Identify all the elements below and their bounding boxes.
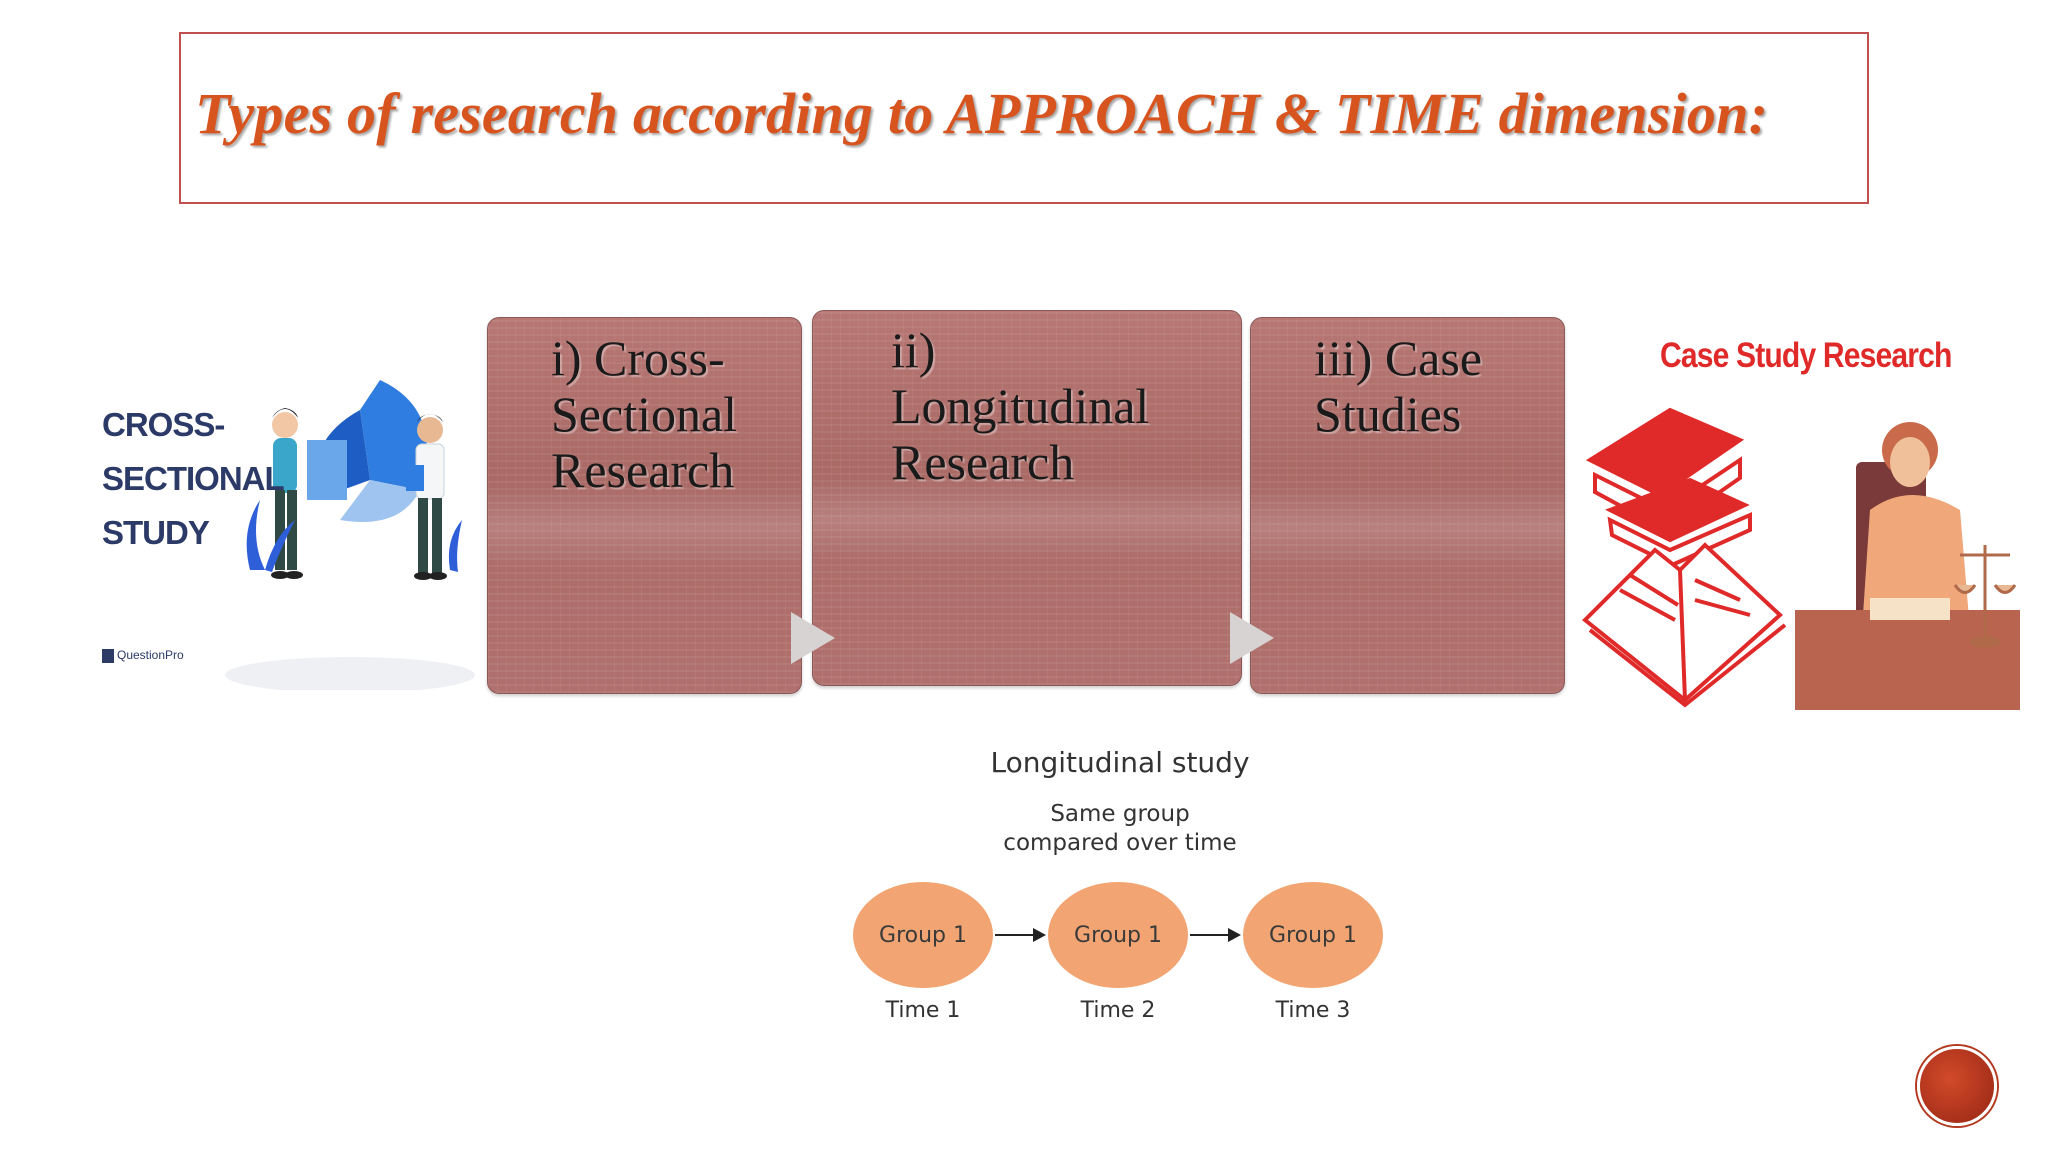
- process-arrow-1-icon: [791, 612, 835, 664]
- pie-chart-icon: [307, 380, 427, 522]
- card-label-case-studies: iii) Case Studies: [1314, 330, 1483, 442]
- open-book-icon: [1582, 542, 1787, 708]
- card-label-cross-sectional: i) Cross- Sectional Research: [551, 330, 738, 498]
- process-card-cross-sectional: [487, 317, 802, 694]
- time-label-3: Time 3: [1275, 998, 1351, 1023]
- time-label-2: Time 2: [1080, 998, 1156, 1023]
- questionpro-mark-icon: [102, 648, 114, 663]
- cs-line-1: CROSS-: [102, 406, 225, 443]
- card-label-longitudinal: ii) Longitudinal Research: [891, 322, 1150, 490]
- books-stack-icon: [1585, 407, 1752, 568]
- time-label-1: Time 1: [885, 998, 961, 1023]
- title-box: [179, 32, 1869, 204]
- cross-sectional-illustration: [225, 380, 475, 690]
- group-node-3: Group 1: [1243, 882, 1383, 988]
- cross-sectional-study-text: CROSS- SECTIONAL STUDY: [102, 398, 285, 560]
- cs-line-2: SECTIONAL: [102, 460, 285, 497]
- process-card-case-studies: [1250, 317, 1565, 694]
- scales-of-justice-icon: [1953, 545, 2017, 648]
- questionpro-logo: QuestionPro: [102, 648, 184, 663]
- longitudinal-diagram-subtitle: Same group compared over time: [1003, 801, 1237, 856]
- case-study-illustration: [1582, 407, 2020, 710]
- process-card-longitudinal: [812, 310, 1242, 686]
- group-node-1: Group 1: [853, 882, 993, 988]
- longitudinal-diagram-title: Longitudinal study: [990, 746, 1250, 779]
- case-study-research-title: Case Study Research: [1660, 336, 1952, 375]
- plant-icon: [246, 500, 462, 572]
- group-node-2: Group 1: [1048, 882, 1188, 988]
- cs-line-3: STUDY: [102, 514, 210, 551]
- link-arrow-1-icon: [995, 928, 1046, 942]
- person-at-desk-icon: [1795, 422, 2020, 710]
- link-arrow-2-icon: [1190, 928, 1241, 942]
- floor-shadow-icon: [225, 657, 475, 690]
- process-arrow-2-icon: [1230, 612, 1274, 664]
- man-figure-icon: [406, 414, 447, 580]
- questionpro-logo-text: QuestionPro: [117, 648, 184, 662]
- corner-badge-icon: [1917, 1046, 1997, 1126]
- slide-title: Types of research according to APPROACH …: [195, 81, 1769, 146]
- woman-figure-icon: [271, 408, 303, 579]
